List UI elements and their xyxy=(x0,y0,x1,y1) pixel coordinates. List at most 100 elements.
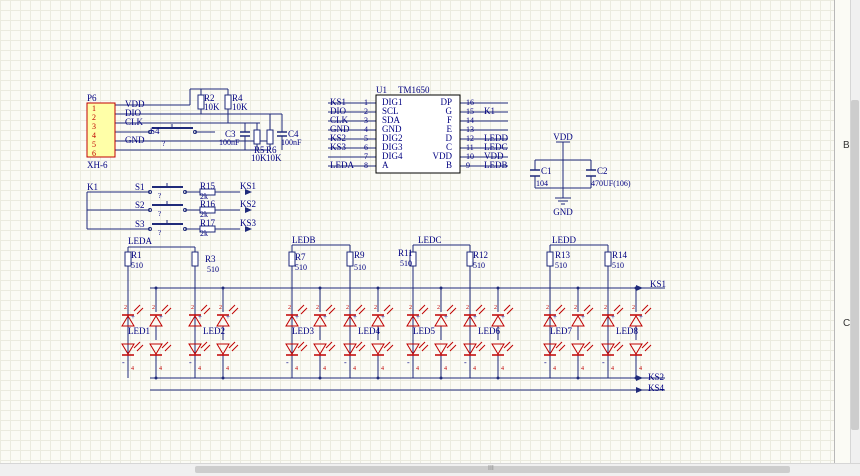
connector-pin-5: 5 xyxy=(92,140,96,149)
led-pin-plus: + xyxy=(159,313,163,321)
led-pin-num: 2 xyxy=(374,305,377,311)
value-r4: 10K xyxy=(232,102,248,112)
chip-left-net-1: KS1 xyxy=(330,97,346,107)
value-c3: 100nF xyxy=(219,138,240,147)
chip-u1[interactable] xyxy=(375,94,461,174)
led-pin-plus: + xyxy=(226,313,230,321)
chip-right-pin-7: VDD xyxy=(433,151,453,161)
chip-left-net-4: GND xyxy=(330,124,350,134)
led-pin-plus: + xyxy=(295,313,299,321)
vertical-scroll-thumb[interactable] xyxy=(851,100,859,430)
chip-left-pin-4: GND xyxy=(382,124,402,134)
led-diode-top xyxy=(543,315,557,327)
power-gnd: GND xyxy=(553,207,573,217)
chip-left-num-1: 1 xyxy=(364,98,368,107)
schematic-canvas[interactable]: P6 XH-6 1 2 3 4 5 6 VDD DIO CLK GND R2 1… xyxy=(0,0,834,463)
led-pin-minus: - xyxy=(407,358,410,367)
chip-ref: U1 xyxy=(376,85,387,95)
chip-right-num-4: 13 xyxy=(466,125,474,134)
led-pin-num: 2 xyxy=(316,305,319,311)
value-r2: 10K xyxy=(204,102,220,112)
bus-arrows xyxy=(245,189,643,393)
chip-right-net-2: K1 xyxy=(484,106,495,116)
chip-left-pin-1: DIG1 xyxy=(382,97,403,107)
chip-left-num-7: 7 xyxy=(364,152,368,161)
chip-left-net-5: KS2 xyxy=(330,133,346,143)
connector-pin-6: 6 xyxy=(92,149,96,158)
connector-part: XH-6 xyxy=(87,160,108,170)
zone-b: B xyxy=(843,140,850,151)
led-pin-num: 4 xyxy=(444,366,447,372)
led-pin-plus: + xyxy=(639,313,643,321)
led-pin-num: 4 xyxy=(131,366,134,372)
led-pin-num: 4 xyxy=(501,366,504,372)
label-r6: R6 xyxy=(266,145,277,155)
chip-right-num-5: 12 xyxy=(466,134,474,143)
led-pin-num: 2 xyxy=(466,305,469,311)
led-diode-bottom xyxy=(491,343,505,355)
horizontal-scroll-thumb[interactable] xyxy=(195,466,790,473)
chip-right-net-7: VDD xyxy=(484,151,504,161)
led-pin-minus: - xyxy=(344,358,347,367)
net-clk: CLK xyxy=(125,117,144,127)
led-pin-num: 4 xyxy=(159,366,162,372)
led-pin-num: 2 xyxy=(574,305,577,311)
connector-pin-3: 3 xyxy=(92,122,96,131)
label-r5: R5 xyxy=(254,145,265,155)
label-r17: R17 xyxy=(200,218,216,228)
value-r6: 10K xyxy=(266,153,282,163)
value-r1: 510 xyxy=(131,261,143,270)
led-label-7: LED7 xyxy=(550,326,572,336)
chip-left-net-6: KS3 xyxy=(330,142,347,152)
led-diode-bottom xyxy=(629,343,643,355)
led-pin-num: 2 xyxy=(632,305,635,311)
chip-left-net-2: DIO xyxy=(330,106,346,116)
connector-p6[interactable] xyxy=(86,102,116,158)
bus-ks3: KS3 xyxy=(240,218,257,228)
label-r11: R11 xyxy=(398,248,413,258)
chip-right-pin-6: C xyxy=(446,142,452,152)
qmark-s4: ? xyxy=(162,140,165,148)
label-c4: C4 xyxy=(288,129,299,139)
connector-pin-1: 1 xyxy=(92,104,96,113)
label-r3: R3 xyxy=(205,254,216,264)
chip-right-num-8: 9 xyxy=(466,161,470,170)
chip-left-pin-3: SDA xyxy=(382,115,401,125)
value-r7: 510 xyxy=(295,263,307,272)
led-diode-bottom xyxy=(121,343,135,355)
led-pin-plus: + xyxy=(501,313,505,321)
chip-left-pin-7: DIG4 xyxy=(382,151,403,161)
label-s1: S1 xyxy=(135,182,145,192)
power-vdd: VDD xyxy=(553,132,573,142)
value-c1: 104 xyxy=(536,179,548,188)
label-r13: R13 xyxy=(555,250,571,260)
led-label-1: LED1 xyxy=(128,326,150,336)
led-pin-plus: + xyxy=(473,313,477,321)
chip-right-pin-8: B xyxy=(446,160,452,170)
chip-left-pin-6: DIG3 xyxy=(382,142,403,152)
chip-part: TM1650 xyxy=(398,85,430,95)
led-labels: 2+42+4LED1-2+42+4LED2-2+42+4LED3-2+42+4L… xyxy=(122,305,643,372)
led-pin-plus: + xyxy=(611,313,615,321)
value-r11: 510 xyxy=(400,259,412,268)
chip-right-net-8: LEDB xyxy=(484,160,508,170)
chip-left-net-3: CLK xyxy=(330,115,349,125)
capacitors xyxy=(240,131,596,177)
led-pin-num: 2 xyxy=(152,305,155,311)
connector-ref: P6 xyxy=(87,93,97,103)
value-c2: 470UF(106) xyxy=(591,179,631,188)
led-pin-plus: + xyxy=(198,313,202,321)
switches xyxy=(148,124,197,231)
chip-right-pin-1: DP xyxy=(440,97,452,107)
chip-left-num-3: 3 xyxy=(364,116,368,125)
label-s4: S4 xyxy=(150,126,160,136)
power-symbols xyxy=(555,141,571,205)
led-label-4: LED4 xyxy=(358,326,380,336)
led-diode-bottom xyxy=(313,343,327,355)
label-r14: R14 xyxy=(612,250,628,260)
bus-ks1: KS1 xyxy=(240,181,256,191)
label-r2: R2 xyxy=(204,93,215,103)
value-r14: 510 xyxy=(612,261,624,270)
net-vdd: VDD xyxy=(125,99,145,109)
label-s2: S2 xyxy=(135,200,145,210)
